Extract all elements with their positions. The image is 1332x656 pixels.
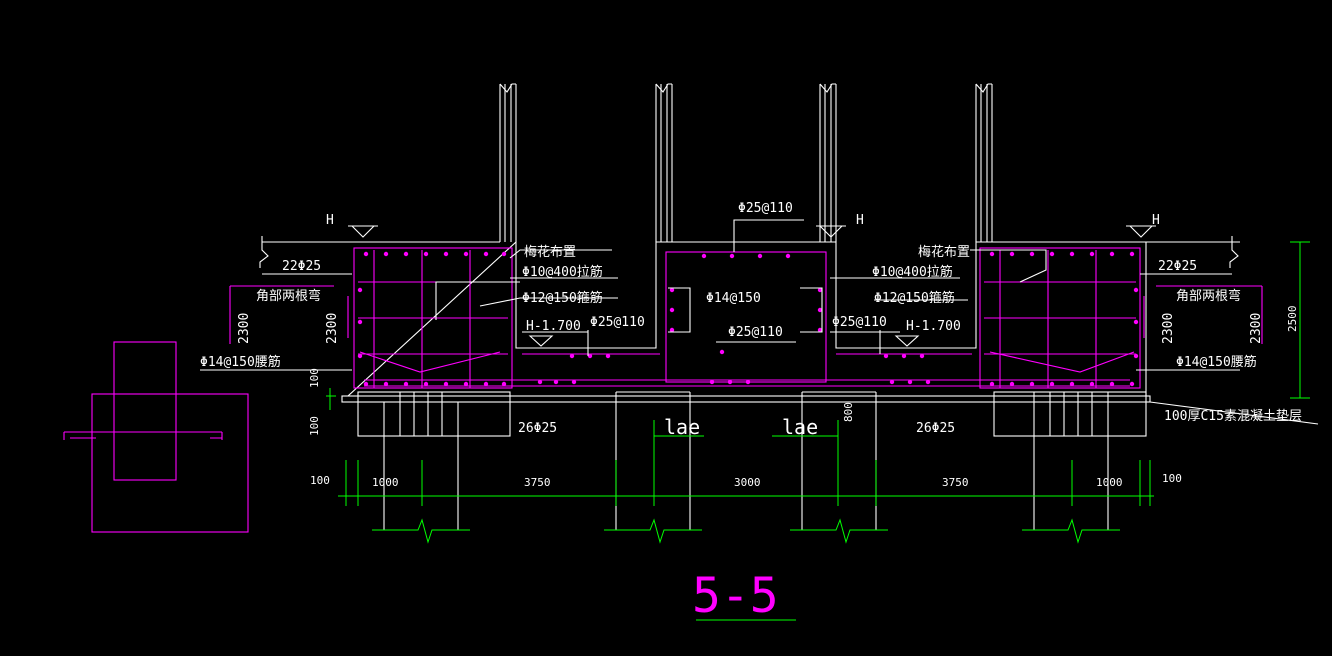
label-bottom-bars-left: 26Φ25 (518, 421, 557, 436)
dimension-3: 3000 (734, 476, 761, 489)
label-2300-c: 2300 (1161, 313, 1176, 344)
label-tie-left: Φ10@400拉筋 (522, 264, 603, 280)
leader-lines (200, 219, 1240, 371)
label-mid-bar-left: Φ25@110 (590, 315, 645, 330)
label-2300-b: 2300 (325, 313, 340, 344)
dimension-1: 1000 (372, 476, 399, 489)
rebar-dots (357, 251, 1139, 387)
label-level-right: H-1.700 (906, 319, 961, 334)
label-cushion: 100厚C15素混凝土垫层 (1164, 408, 1302, 424)
label-top-bars-left: 22Φ25 (282, 259, 321, 274)
label-2300-a: 2300 (237, 313, 252, 344)
label-mid-bar-right: Φ25@110 (832, 315, 887, 330)
label-top-bars-right: 22Φ25 (1158, 259, 1197, 274)
label-tie-right: Φ10@400拉筋 (872, 264, 953, 280)
dimension-0: 100 (310, 474, 330, 487)
label-lae-right: lae (782, 415, 818, 439)
label-waist-left: Φ14@150腰筋 (200, 354, 281, 370)
level-mark-mid: H (856, 213, 864, 228)
label-plum-right: 梅花布置 (918, 244, 970, 260)
label-2300-d: 2300 (1249, 313, 1264, 344)
label-mid-side: Φ14@150 (706, 291, 761, 306)
label-mid-top: Φ25@110 (738, 201, 793, 216)
label-level-left: H-1.700 (526, 319, 581, 334)
label-mid-lower: Φ25@110 (728, 325, 783, 340)
structure-outline (259, 83, 1319, 544)
label-lae-left: lae (664, 415, 700, 439)
dimension-5: 1000 (1096, 476, 1123, 489)
label-dim-100-b: 100 (308, 416, 321, 436)
dimension-lines (326, 241, 1310, 621)
section-title: 5-5 (692, 568, 779, 624)
label-dim-800: 800 (842, 402, 855, 422)
label-plum-left: 梅花布置 (524, 244, 576, 260)
rebar-cages (229, 247, 1263, 389)
level-markers (348, 225, 1156, 347)
label-corner-left: 角部两根弯 (256, 288, 321, 304)
level-mark-left: H (326, 213, 334, 228)
plan-view-detail (63, 341, 249, 533)
dimension-6: 100 (1162, 472, 1182, 485)
label-stirrup-left: Φ12@150箍筋 (522, 290, 603, 306)
label-dim-100-a: 100 (308, 368, 321, 388)
dimension-4: 3750 (942, 476, 969, 489)
label-waist-right: Φ14@150腰筋 (1176, 354, 1257, 370)
label-dim-2500: 2500 (1286, 306, 1299, 333)
level-mark-right: H (1152, 213, 1160, 228)
label-corner-right: 角部两根弯 (1176, 288, 1241, 304)
label-stirrup-right: Φ12@150箍筋 (874, 290, 955, 306)
label-bottom-bars-right: 26Φ25 (916, 421, 955, 436)
dimension-2: 3750 (524, 476, 551, 489)
